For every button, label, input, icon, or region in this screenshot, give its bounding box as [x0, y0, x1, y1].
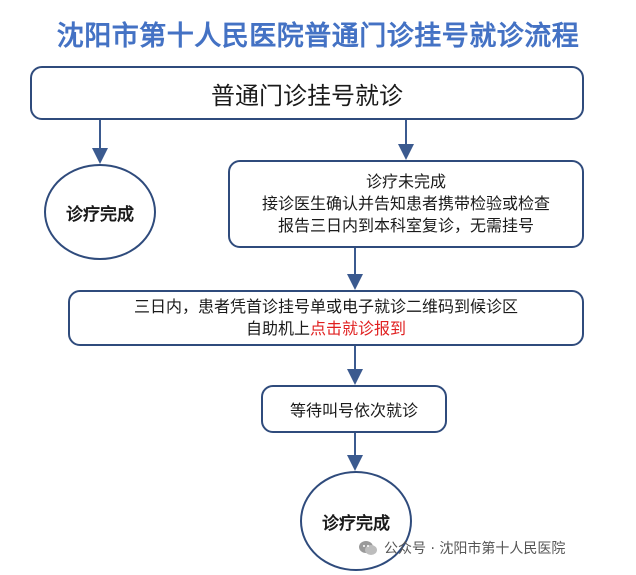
treatment-complete-circle-bottom: 诊疗完成	[300, 471, 412, 571]
checkin-box: 三日内，患者凭首诊挂号单或电子就诊二维码到候诊区 自助机上点击就诊报到	[68, 290, 584, 346]
outpatient-registration-label: 普通门诊挂号就诊	[211, 81, 403, 110]
wait-label: 等待叫号依次就诊	[289, 401, 418, 420]
treatment-complete-label-left: 诊疗完成	[66, 204, 134, 225]
incomplete-line-3: 报告三日内到本科室复诊，无需挂号	[277, 216, 534, 235]
treatment-complete-circle-left: 诊疗完成	[44, 164, 156, 260]
watermark-text: 公众号 · 沈阳市第十人民医院	[384, 541, 566, 557]
wait-for-call-box: 等待叫号依次就诊	[261, 385, 447, 433]
outpatient-registration-box: 普通门诊挂号就诊	[30, 66, 584, 120]
watermark: 公众号 · 沈阳市第十人民医院	[358, 538, 565, 558]
checkin-highlight: 点击就诊报到	[310, 319, 407, 338]
incomplete-line-2: 接诊医生确认并告知患者携带检验或检查	[261, 194, 550, 213]
page-title: 沈阳市第十人民医院普通门诊挂号就诊流程	[56, 21, 580, 52]
treatment-complete-label-bottom: 诊疗完成	[322, 513, 390, 534]
wechat-icon	[359, 541, 377, 555]
checkin-line-2-prefix: 自助机上	[245, 319, 310, 338]
incomplete-line-1: 诊疗未完成	[365, 172, 446, 191]
treatment-incomplete-box: 诊疗未完成 接诊医生确认并告知患者携带检验或检查 报告三日内到本科室复诊，无需挂…	[228, 160, 584, 248]
checkin-line-1: 三日内，患者凭首诊挂号单或电子就诊二维码到候诊区	[133, 297, 518, 316]
checkin-line-2: 自助机上点击就诊报到	[246, 318, 406, 340]
